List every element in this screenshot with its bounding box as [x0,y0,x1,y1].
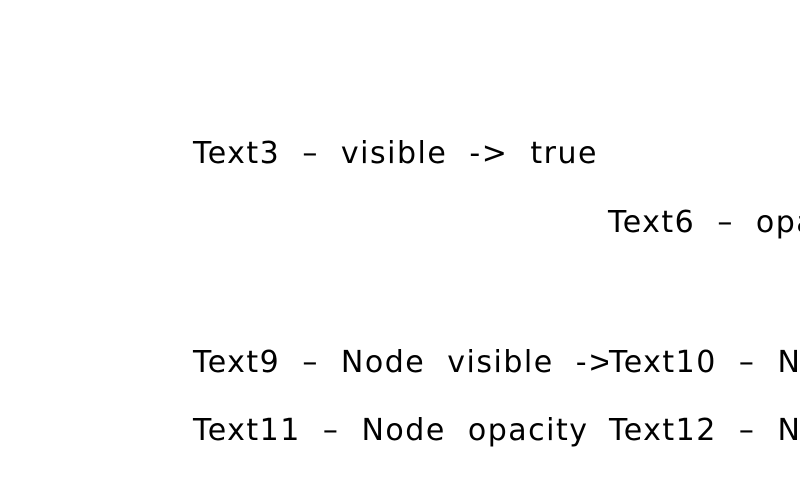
text-run-text3: Text3 – visible -> true [193,136,598,171]
text-run-text12: Text12 – Node opacity -> 0.5 [608,416,800,446]
text-run-text10: Text10 – Node visible -> true [608,348,800,378]
text-run-text6: Text6 – opacity -> 0.5 [608,205,800,240]
